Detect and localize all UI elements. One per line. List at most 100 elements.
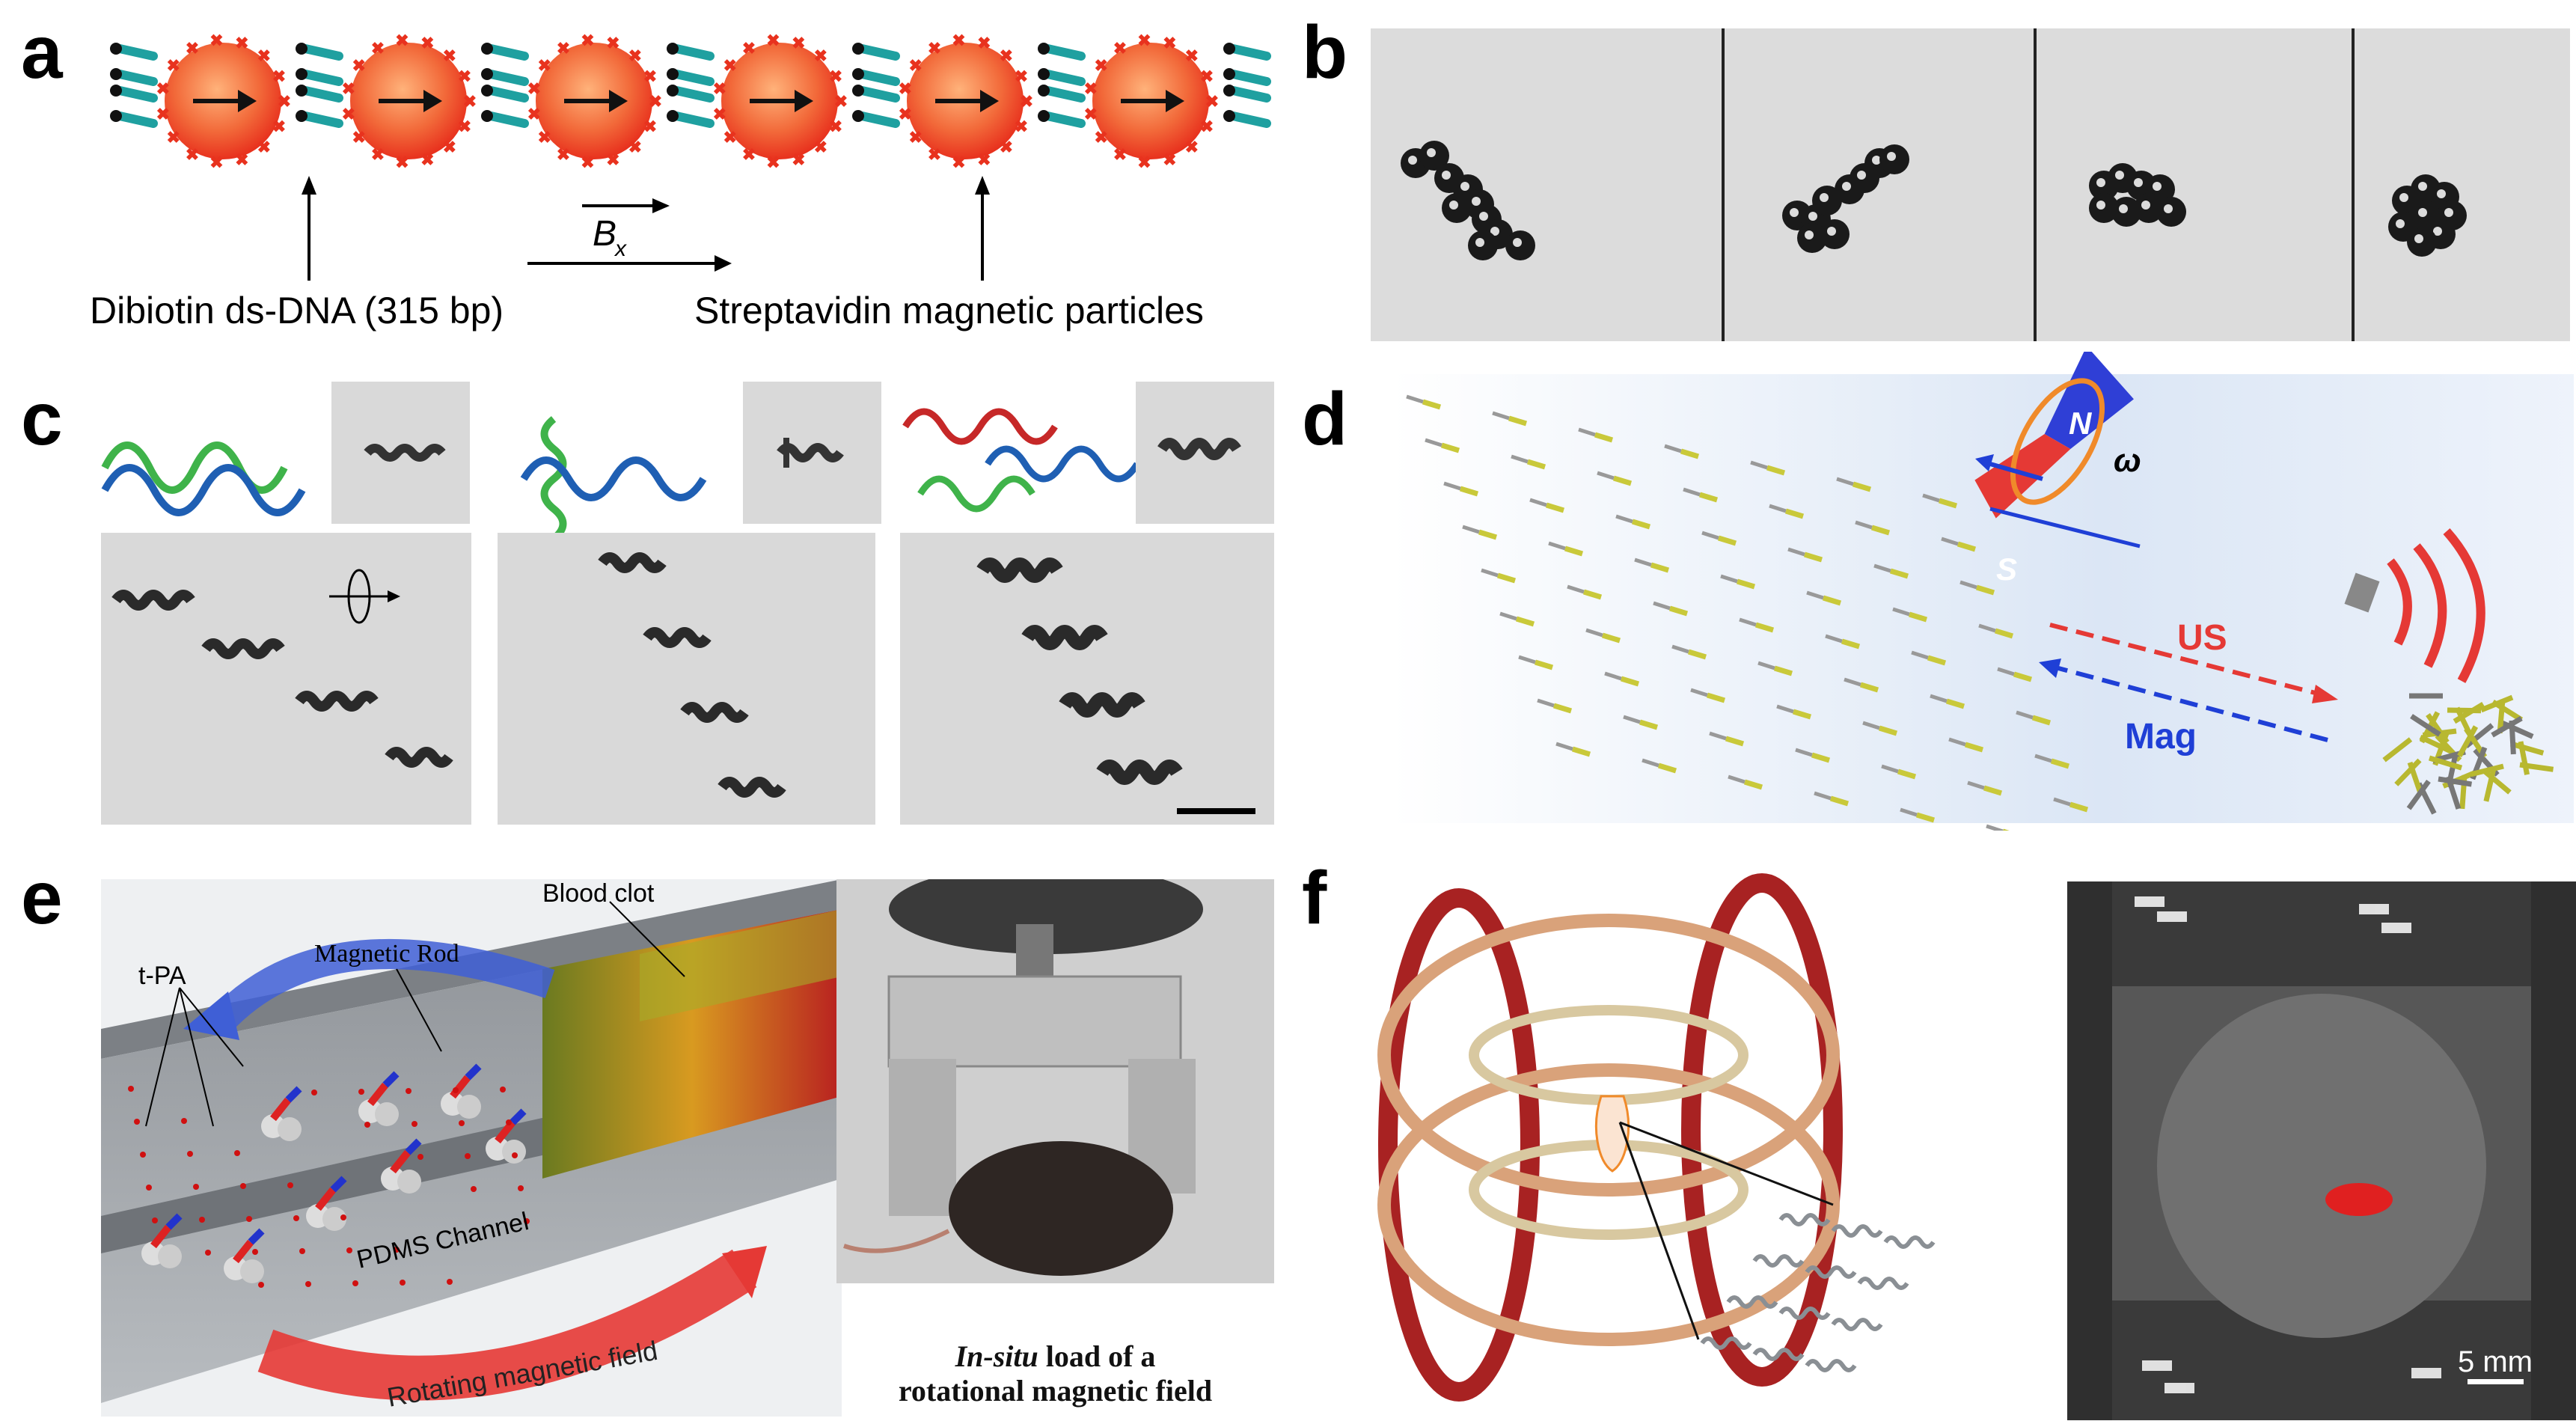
streptavidin-mark: ✖ xyxy=(166,128,180,147)
tpa-dot xyxy=(447,1279,453,1285)
microrod-body xyxy=(1496,572,1517,584)
rod-sphere xyxy=(322,1207,346,1231)
helix-micrograph-3 xyxy=(900,533,1274,825)
tpa-dot xyxy=(146,1185,152,1191)
dna-linker xyxy=(115,70,158,86)
cluster-micrograph-strip xyxy=(1371,28,2570,341)
streptavidin-mark: ✖ xyxy=(166,56,180,75)
rod-pole-blue xyxy=(465,1063,482,1081)
microrod-body xyxy=(1508,415,1528,427)
mag-label: Mag xyxy=(2125,717,2197,757)
microrod-body xyxy=(1725,736,1745,747)
helix-thumbnail-1 xyxy=(331,382,470,524)
microrod-tip xyxy=(1836,477,1854,486)
rod-pole-blue xyxy=(165,1213,183,1230)
microrod-body xyxy=(1957,541,1977,552)
bead-highlight xyxy=(2096,178,2105,187)
microrod-body xyxy=(1668,605,1689,617)
biotin-dot xyxy=(667,43,679,55)
streptavidin-mark: ✖ xyxy=(1084,79,1098,98)
streptavidin-mark: ✖ xyxy=(443,138,456,156)
bead-highlight xyxy=(1442,171,1451,180)
microrod-body xyxy=(1773,665,1793,676)
microrod-swarm-diagram: N S ω US Mag xyxy=(1392,352,2574,831)
microrod-tip xyxy=(1664,444,1682,453)
streptavidin-mark: ✖ xyxy=(342,79,355,98)
streptavidin-mark: ✖ xyxy=(1000,138,1013,156)
rod-sphere xyxy=(375,1102,399,1126)
bead-highlight xyxy=(2119,204,2128,213)
micro-helix xyxy=(1883,1235,1936,1249)
panel-letter-b: b xyxy=(1302,10,1348,94)
biotin-dot xyxy=(1223,43,1235,55)
dna-linker xyxy=(486,70,529,86)
bead-highlight xyxy=(1427,148,1436,157)
microrod-body xyxy=(1526,459,1546,470)
tpa-dot xyxy=(500,1087,506,1093)
clumped-rod xyxy=(2410,714,2441,737)
dna-linker xyxy=(1229,70,1271,86)
dna-linker xyxy=(857,111,900,128)
microrod-body xyxy=(1698,492,1719,503)
dna-linker xyxy=(115,44,158,61)
biotin-dot xyxy=(667,85,679,97)
panel-a: a ✖✖✖✖✖✖✖✖✖✖✖✖✖✖✖✖✖✖✖✖✖✖✖✖✖✖✖✖✖✖✖✖✖✖✖✖✖✖… xyxy=(0,0,1294,352)
dna-linker xyxy=(672,70,715,86)
streptavidin-mark: ✖ xyxy=(156,105,170,123)
rod-pole-red xyxy=(315,1187,336,1211)
microrod-tip xyxy=(1709,731,1727,741)
helmholtz-coil-diagram xyxy=(1377,873,1936,1402)
rod-pole-blue xyxy=(248,1228,265,1245)
streptavidin-mark: ✖ xyxy=(235,34,248,52)
microrod-tip xyxy=(1873,563,1891,573)
microrod-body xyxy=(2031,715,2052,726)
bead-highlight xyxy=(1490,227,1499,236)
streptavidin-mark: ✖ xyxy=(1113,39,1127,58)
streptavidin-mark: ✖ xyxy=(908,56,922,75)
microrod-tip xyxy=(1739,617,1757,627)
panel-c: c xyxy=(0,352,1294,831)
streptavidin-mark: ✖ xyxy=(952,153,965,172)
field-label-b: B xyxy=(593,214,617,254)
microrod-body xyxy=(1594,432,1614,443)
tpa-dot xyxy=(406,1088,412,1094)
streptavidin-mark: ✖ xyxy=(713,79,726,98)
tpa-dot xyxy=(140,1152,146,1158)
dna-linker xyxy=(1043,86,1086,103)
bead-highlight xyxy=(1842,182,1851,191)
clumped-rod xyxy=(2479,694,2514,713)
bead-highlight xyxy=(2141,201,2150,210)
microrod-tip xyxy=(1978,623,1996,633)
microrod-tip xyxy=(1567,584,1585,594)
biotin-dot xyxy=(110,68,122,80)
microrod-body xyxy=(1841,638,1861,650)
tpa-dot xyxy=(305,1281,311,1287)
biotin-dot xyxy=(1223,110,1235,122)
microrod-body xyxy=(1601,632,1621,644)
biotin-dot xyxy=(852,43,864,55)
microrod-tip xyxy=(1892,607,1910,617)
microrod-tip xyxy=(1900,807,1918,817)
moment-arrowhead xyxy=(980,90,999,112)
tpa-dot xyxy=(394,1247,400,1253)
streptavidin-mark: ✖ xyxy=(834,92,848,111)
streptavidin-mark: ✖ xyxy=(643,117,657,135)
bead-highlight xyxy=(1887,152,1896,161)
tpa-dot xyxy=(205,1250,211,1256)
microrod-tip xyxy=(1948,737,1966,747)
microrod-tip xyxy=(2034,754,2052,763)
microrod-tip xyxy=(1634,557,1652,567)
streptavidin-mark: ✖ xyxy=(235,150,248,169)
microrod-body xyxy=(1792,709,1812,720)
microrod-body xyxy=(1829,795,1850,807)
moment-arrowhead xyxy=(423,90,442,112)
bead-highlight xyxy=(2396,219,2405,228)
streptavidin-mark: ✖ xyxy=(1185,46,1199,65)
biotin-dot xyxy=(1038,68,1050,80)
rod-pole-red xyxy=(495,1119,515,1144)
biotin-dot xyxy=(481,68,493,80)
microrod-tip xyxy=(1750,460,1768,470)
streptavidin-mark: ✖ xyxy=(1015,67,1028,86)
streptavidin-mark: ✖ xyxy=(463,92,477,111)
streptavidin-mark: ✖ xyxy=(1205,92,1219,111)
